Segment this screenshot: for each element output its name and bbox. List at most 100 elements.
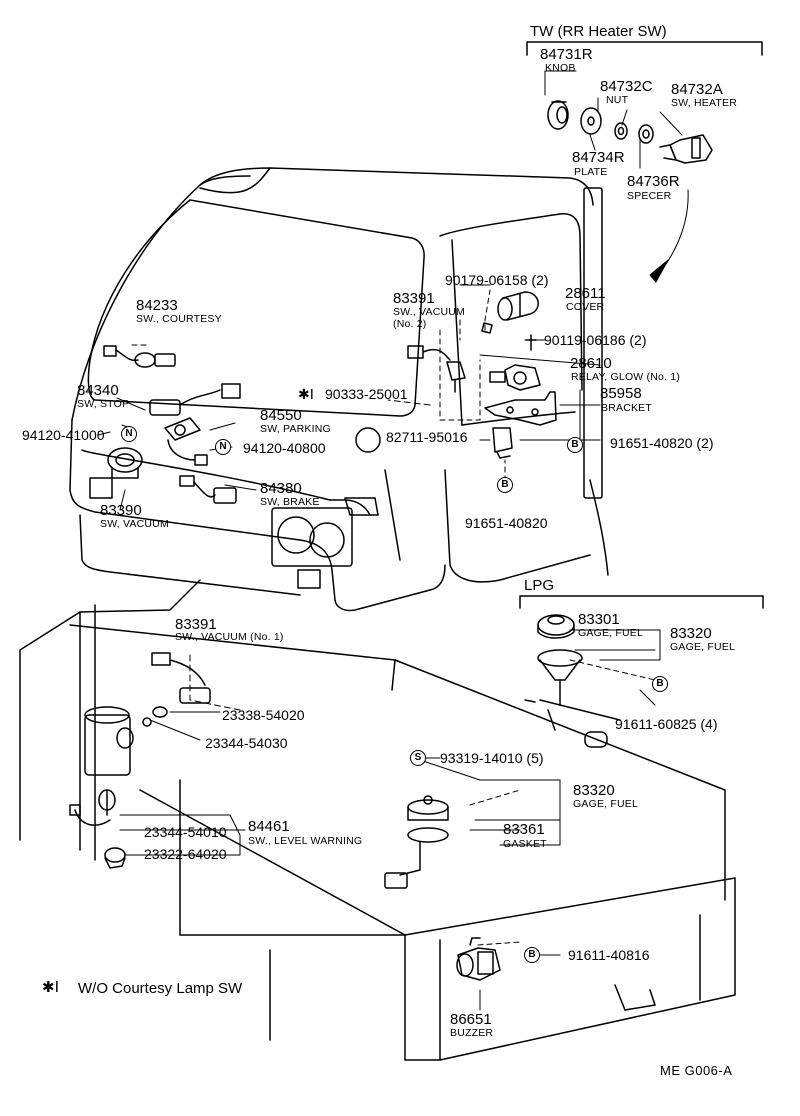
level-warning-switch-part bbox=[69, 706, 134, 869]
part-86651-name: BUZZER bbox=[450, 1027, 494, 1039]
lpg-gauge-part bbox=[537, 614, 575, 639]
part-86651-number: 86651 bbox=[450, 1011, 492, 1028]
part-84736R-number: 84736R bbox=[627, 173, 680, 190]
part-28610-name: RELAY, GLOW (No. 1) bbox=[571, 371, 681, 383]
tw-section-bracket bbox=[526, 41, 763, 56]
part-83391-no1-number: 83391 bbox=[175, 616, 217, 633]
part-28611-number: 28611 bbox=[565, 285, 606, 302]
part-23322-number: 23322-64020 bbox=[144, 846, 227, 862]
vacuum-switch-no2-part bbox=[407, 345, 466, 393]
part-23344-54010-number: 23344-54010 bbox=[144, 824, 227, 840]
tw-section-title: TW (RR Heater SW) bbox=[530, 23, 667, 40]
part-84461-number: 84461 bbox=[248, 818, 290, 835]
glow-relay-part bbox=[489, 364, 541, 391]
part-84233-number: 84233 bbox=[136, 297, 178, 314]
part-84233-name: SW., COURTESY bbox=[136, 313, 222, 325]
part-83391-no1-name: SW., VACUUM (No. 1) bbox=[175, 631, 284, 643]
part-91611-40816-number: 91611-40816 bbox=[568, 947, 650, 963]
part-90333-number: 90333-25001 bbox=[325, 386, 408, 402]
part-83320-bed-name: GAGE, FUEL bbox=[573, 798, 639, 810]
nut-part bbox=[614, 122, 628, 140]
component-sketches bbox=[69, 100, 713, 981]
part-84731R-number: 84731R bbox=[540, 46, 593, 63]
part-23338-number: 23338-54020 bbox=[222, 707, 305, 723]
part-94120-41000-number: 94120-41000 bbox=[22, 427, 105, 443]
brake-switch-part bbox=[179, 475, 237, 504]
leader-lines bbox=[97, 70, 689, 1011]
footnote-text: W/O Courtesy Lamp SW bbox=[78, 980, 243, 997]
part-84340-number: 84340 bbox=[77, 382, 119, 399]
part-91651-40820-2-number: 91651-40820 (2) bbox=[610, 435, 714, 451]
truck-bed-outline bbox=[19, 579, 736, 1061]
part-84734R-name: PLATE bbox=[574, 166, 608, 178]
clip-part bbox=[492, 427, 513, 459]
buzzer-part bbox=[456, 937, 501, 981]
part-93319-number: 93319-14010 (5) bbox=[440, 750, 544, 766]
part-90179-number: 90179-06158 (2) bbox=[445, 272, 549, 288]
part-23344-54030-number: 23344-54030 bbox=[205, 735, 288, 751]
vacuum-switch-no1-part bbox=[142, 652, 211, 727]
part-84734R-number: 84734R bbox=[572, 149, 625, 166]
fuel-sender-part bbox=[384, 795, 449, 889]
knob-part bbox=[547, 100, 569, 130]
part-85958-number: 85958 bbox=[600, 385, 642, 402]
part-84380-name: SW, BRAKE bbox=[260, 496, 320, 508]
footnote-mark: ✱Ⅰ bbox=[42, 979, 59, 996]
part-94120-40800-number: 94120-40800 bbox=[243, 440, 326, 456]
courtesy-switch-part bbox=[103, 345, 176, 368]
heater-switch-part bbox=[659, 134, 713, 164]
part-90119-number: 90119-06186 (2) bbox=[544, 332, 647, 348]
part-83391-no2-variant: (No. 2) bbox=[393, 318, 427, 330]
truck-cab-outline bbox=[69, 167, 609, 612]
part-85958-name: BRACKET bbox=[601, 402, 652, 414]
part-84732A-name: SW, HEATER bbox=[671, 97, 737, 109]
symbol-n-circle: N bbox=[121, 426, 137, 442]
part-83390-name: SW, VACUUM bbox=[100, 518, 169, 530]
part-84732C-number: 84732C bbox=[600, 78, 653, 95]
part-83301-name: GAGE, FUEL bbox=[578, 627, 644, 639]
plate-part bbox=[580, 107, 602, 135]
part-84340-name: SW, STOP bbox=[77, 398, 130, 410]
part-91651-40820-number: 91651-40820 bbox=[465, 515, 548, 531]
part-84461-name: SW., LEVEL WARNING bbox=[248, 835, 363, 847]
part-84380-number: 84380 bbox=[260, 480, 302, 497]
part-83320-lpg-number: 83320 bbox=[670, 625, 712, 642]
part-82711-number: 82711-95016 bbox=[386, 429, 468, 445]
part-83390-number: 83390 bbox=[100, 502, 142, 519]
part-83320-lpg-name: GAGE, FUEL bbox=[670, 641, 736, 653]
part-84550-number: 84550 bbox=[260, 407, 302, 424]
part-83301-number: 83301 bbox=[578, 611, 620, 628]
spacer-part bbox=[638, 124, 654, 144]
part-83361-number: 83361 bbox=[503, 821, 545, 838]
bracket-part bbox=[484, 391, 557, 426]
symbol-b-circle: B bbox=[567, 437, 583, 453]
symbol-s-circle: S bbox=[410, 750, 426, 766]
part-84550-name: SW, PARKING bbox=[260, 423, 331, 435]
lpg-section-title: LPG bbox=[524, 577, 555, 594]
lpg-sender-part bbox=[524, 649, 621, 748]
part-83320-bed-number: 83320 bbox=[573, 782, 615, 799]
symbol-b-circle: B bbox=[524, 947, 540, 963]
part-84732C-name: NUT bbox=[606, 94, 629, 106]
symbol-n-circle: N bbox=[215, 439, 231, 455]
part-84732A-number: 84732A bbox=[671, 81, 723, 98]
part-28610-number: 28610 bbox=[570, 355, 612, 372]
part-83361-name: GASKET bbox=[503, 838, 547, 850]
part-91611-60825-number: 91611-60825 (4) bbox=[615, 716, 718, 732]
lpg-section-bracket bbox=[519, 595, 764, 609]
stop-switch-part bbox=[149, 383, 241, 416]
cover-part bbox=[497, 291, 539, 321]
symbol-b-circle: B bbox=[652, 676, 668, 692]
part-28611-name: COVER bbox=[566, 301, 605, 313]
part-83391-no2-number: 83391 bbox=[393, 290, 435, 307]
part-90333-mark: ✱Ⅰ bbox=[298, 386, 314, 402]
part-83391-no2-name: SW., VACUUM bbox=[393, 306, 466, 318]
parking-switch-part bbox=[164, 417, 208, 466]
part-84736R-name: SPECER bbox=[627, 190, 672, 202]
symbol-b-circle: B bbox=[497, 477, 513, 493]
part-84731R-name: KNOB bbox=[545, 62, 576, 74]
vacuum-switch-83390-part bbox=[107, 447, 143, 479]
drawing-code: ME G006-A bbox=[660, 1063, 733, 1078]
